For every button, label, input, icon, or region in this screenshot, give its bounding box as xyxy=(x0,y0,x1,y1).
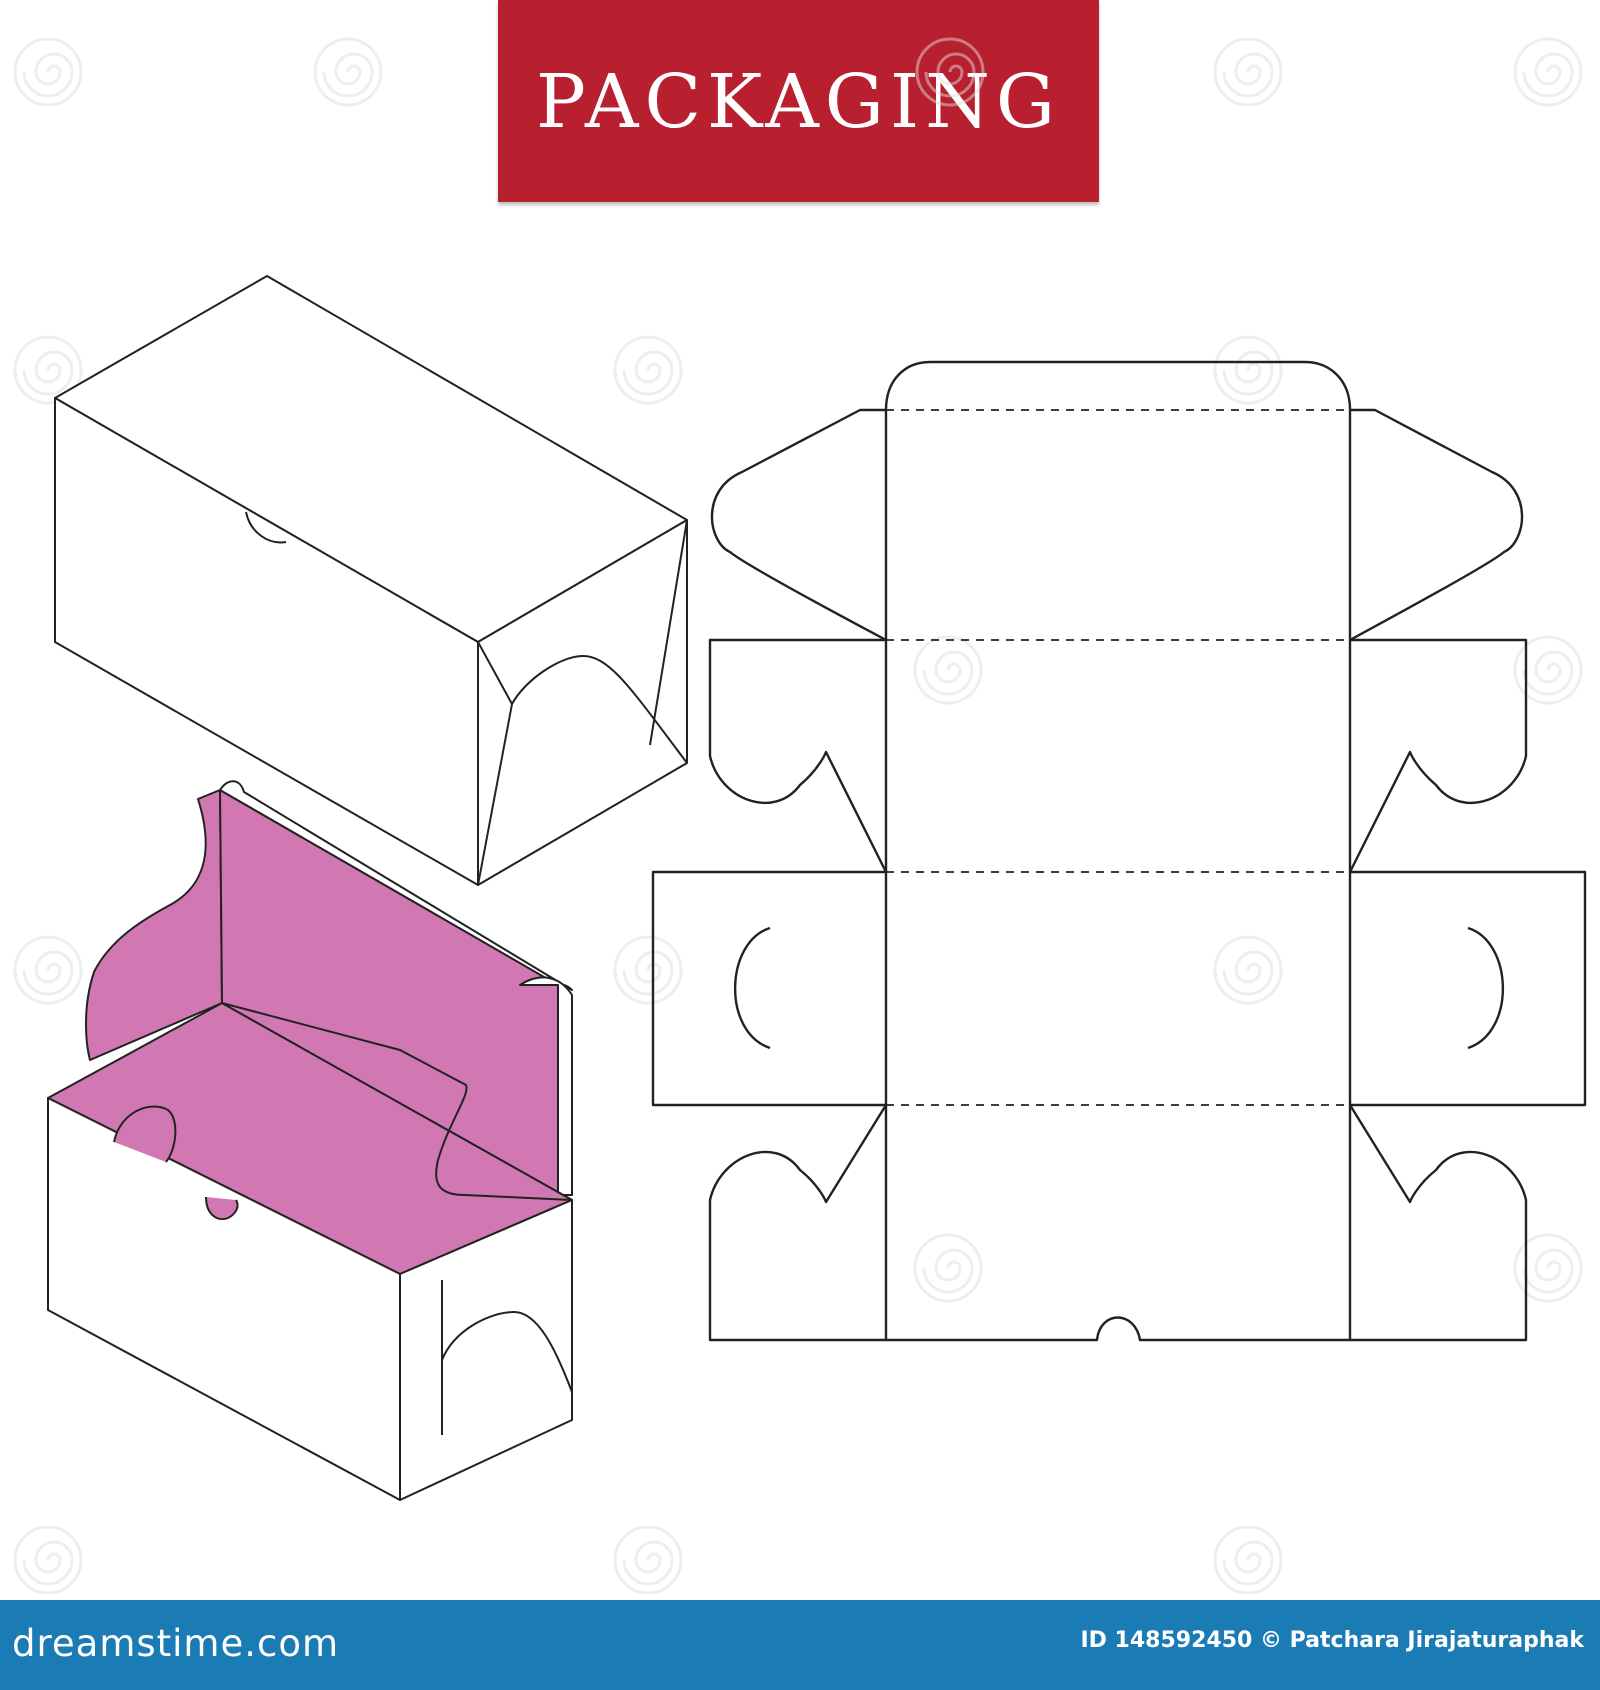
dieline-template xyxy=(651,360,1587,1342)
packaging-illustration xyxy=(13,37,1587,1595)
closed-box-side-crease xyxy=(649,519,688,746)
open-box-lid-interior xyxy=(85,789,223,1061)
dieline-lower-left-flap xyxy=(708,1104,888,1342)
open-box-front-notch xyxy=(113,1105,177,1163)
closed-box-illustration xyxy=(54,275,688,886)
open-box-interior-tuck xyxy=(221,1002,573,1201)
dieline-top-left-dust-flap xyxy=(710,408,887,642)
footer-bar: dreamstime.com ID 148592450 © Patchara J… xyxy=(0,1600,1600,1690)
image-credit: ID 148592450 © Patchara Jirajaturaphak xyxy=(1080,1628,1584,1653)
dieline-top-tuck-flap xyxy=(884,360,1352,411)
dieline-right-end-panel xyxy=(1350,870,1587,1107)
open-box-front-tab xyxy=(205,1196,239,1220)
dieline-panel-sides xyxy=(884,410,1352,1340)
dieline-fold-lines xyxy=(886,409,1350,1106)
dieline-upper-left-flap xyxy=(708,638,888,873)
dieline-upper-right-flap xyxy=(1348,638,1528,873)
dieline-left-end-panel xyxy=(651,870,886,1107)
dieline-left-end-notch xyxy=(733,926,771,1050)
dieline-bottom-edge xyxy=(886,1316,1350,1342)
dieline-top-right-dust-flap xyxy=(1349,408,1524,642)
closed-box-top-notch xyxy=(245,511,287,544)
title-banner: PACKAGING xyxy=(498,0,1099,202)
dieline-lower-right-flap xyxy=(1348,1104,1528,1342)
footer-logo[interactable]: dreamstime.com xyxy=(12,1622,340,1665)
page-title: PACKAGING xyxy=(536,59,1061,145)
open-box-illustration xyxy=(47,780,573,1501)
closed-box-side-flap-tuck xyxy=(477,703,513,886)
dieline-right-end-notch xyxy=(1467,926,1505,1050)
closed-box-side-flap-curve xyxy=(477,641,688,764)
open-box-side-flap-curve xyxy=(441,1280,573,1435)
